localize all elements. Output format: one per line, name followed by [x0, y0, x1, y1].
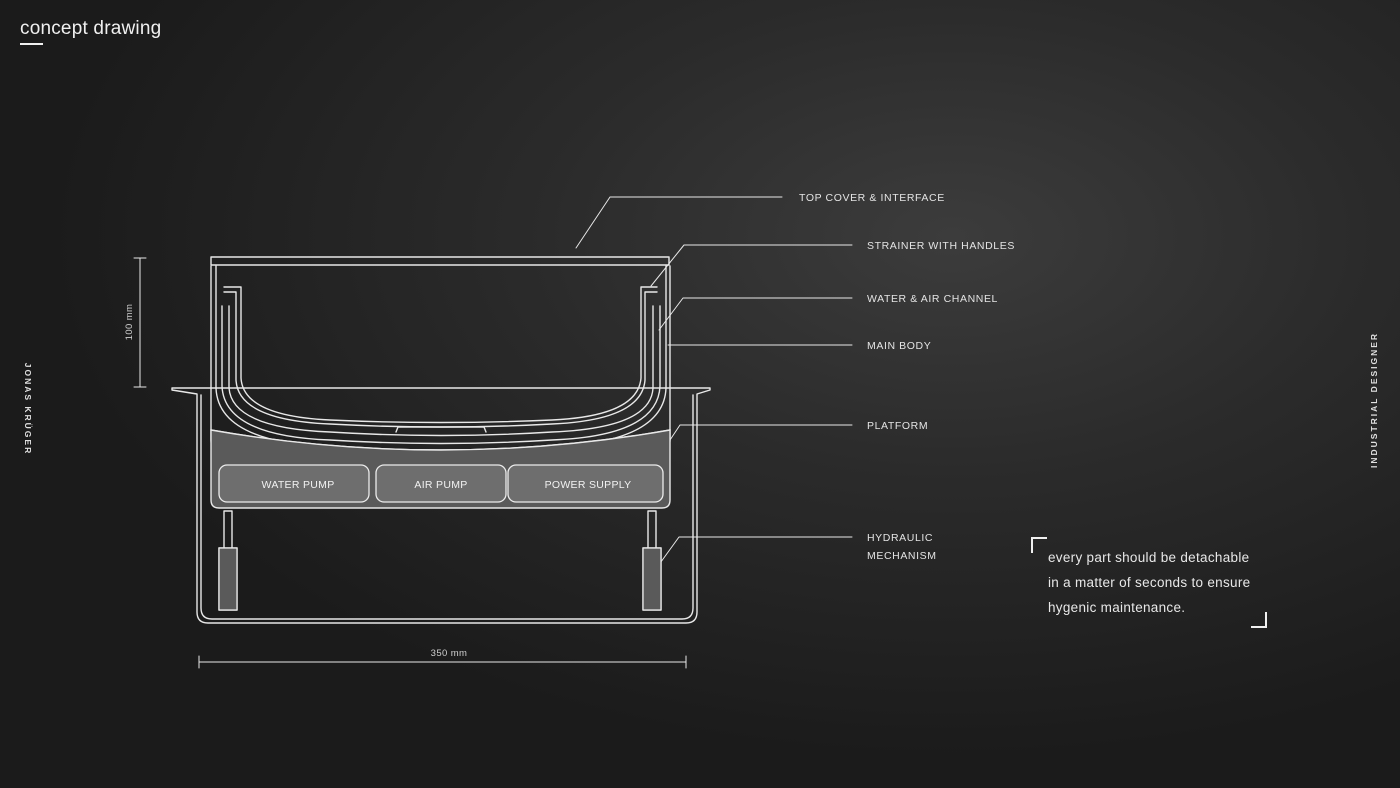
power-supply-label: POWER SUPPLY — [545, 479, 632, 491]
cylinder-fill-right — [642, 547, 662, 611]
label-strainer: STRAINER WITH HANDLES — [867, 240, 1015, 252]
title-underline — [20, 43, 43, 45]
leader-channel — [658, 297, 853, 331]
label-channel: WATER & AIR CHANNEL — [867, 293, 998, 305]
main-body-inner — [215, 265, 667, 452]
strainer-inner — [223, 291, 658, 428]
top-cover — [210, 256, 670, 266]
quote-line-2: in a matter of seconds to ensure — [1048, 575, 1251, 590]
quote-line-3: hygenic maintenance. — [1048, 600, 1186, 615]
air-pump-box — [375, 464, 507, 503]
height-dimension-line — [133, 257, 147, 388]
quote-bracket-close — [1251, 612, 1267, 628]
leader-strainer — [650, 244, 853, 287]
width-dimension-label: 350 mm — [431, 648, 468, 659]
leader-platform — [657, 424, 853, 459]
strainer-outer — [223, 286, 658, 424]
air-pump-label: AIR PUMP — [414, 479, 467, 491]
water-pump-label: WATER PUMP — [262, 479, 335, 491]
width-dimension-line — [198, 655, 687, 669]
hydraulic-rod-right — [647, 510, 657, 550]
platform-knob — [395, 426, 487, 433]
leader-hydraulic — [657, 536, 853, 567]
outer-housing — [171, 387, 711, 624]
power-supply-box — [507, 464, 664, 503]
label-hydraulic-1: HYDRAULIC — [867, 532, 933, 544]
leader-top-cover — [575, 196, 783, 249]
page-title: concept drawing — [20, 18, 162, 39]
label-main-body: MAIN BODY — [867, 340, 931, 352]
design-quote: every part should be detachable in a mat… — [1048, 545, 1288, 620]
hydraulic-rod-left — [223, 510, 233, 550]
channel-shell-outer — [221, 305, 661, 445]
label-platform: PLATFORM — [867, 420, 928, 432]
height-dimension-label: 100 mm — [124, 304, 135, 341]
label-hydraulic-2: MECHANISM — [867, 550, 937, 562]
cylinder-fill-left — [218, 547, 238, 611]
water-pump-box — [218, 464, 370, 503]
quote-line-1: every part should be detachable — [1048, 550, 1250, 565]
quote-bracket-open — [1031, 537, 1047, 553]
housing-inner-wall — [200, 394, 694, 620]
channel-shell-inner — [228, 305, 654, 437]
main-body-outer — [210, 265, 671, 461]
label-top-cover: TOP COVER & INTERFACE — [799, 192, 945, 204]
